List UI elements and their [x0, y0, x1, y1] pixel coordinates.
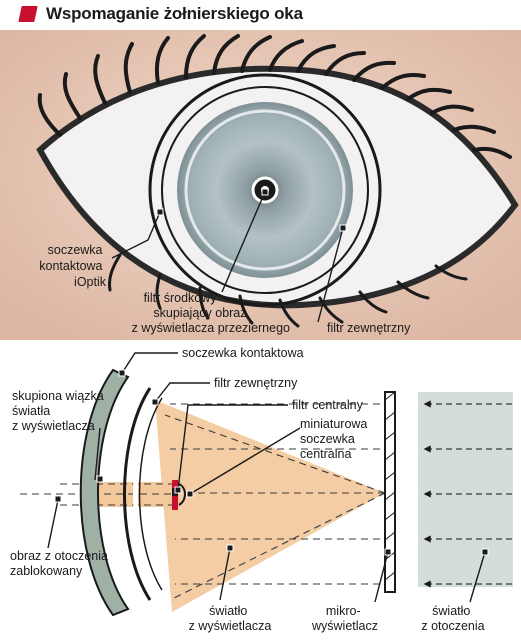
callout-dot-contact-lens: [156, 208, 164, 216]
bottom-callouts: [47, 352, 486, 603]
outer-filter-section: [133, 396, 161, 592]
label-central-filter-bottom: filtr centralny: [292, 398, 364, 412]
label-line: filtr środkowy: [144, 291, 218, 305]
callout-line-ambient-light: [469, 551, 486, 603]
callout-line-contact-lens-bottom: [121, 352, 178, 374]
mini-lens: [178, 483, 186, 506]
callout-line-blocked-image: [47, 499, 59, 549]
label-line: kontaktowa: [39, 259, 102, 273]
page-title: Wspomaganie żołnierskiego oka: [46, 4, 303, 23]
label-line: światło: [432, 604, 470, 618]
optics-diagram: soczewka kontaktowa filtr zewnętrzny fil…: [10, 346, 513, 633]
micro-display-hatching: [384, 391, 396, 581]
label-line: mikro-: [326, 604, 361, 618]
label-contact-lens-bottom: soczewka kontaktowa: [182, 346, 304, 360]
lower-eyelashes: [108, 253, 468, 328]
bottom-callout-dots: [54, 369, 489, 556]
label-ambient-light: światło z otoczenia: [421, 604, 484, 633]
label-line: z wyświetlacza: [189, 619, 272, 633]
contact-lens-inner-ring: [161, 86, 369, 294]
title-bar: Wspomaganie żołnierskiego oka: [18, 4, 303, 24]
callout-line-outer-filter: [317, 227, 344, 323]
contact-lens-outer-ring: [148, 73, 382, 307]
display-light-cone: [155, 400, 385, 612]
callout-line-micro-display: [374, 551, 389, 603]
label-line: z otoczenia: [421, 619, 484, 633]
outer-filter-ring: [184, 109, 346, 271]
callout-line-central-filter-bottom: [177, 404, 288, 491]
label-blocked-image: obraz z otoczenia zablokowany: [10, 549, 111, 578]
callout-dot-center-filter: [261, 188, 269, 196]
label-display-light: światło z wyświetlacza: [189, 604, 272, 633]
callout-line-focused-beam: [94, 427, 101, 481]
label-outer-filter-top: filtr zewnętrzny: [327, 321, 411, 335]
label-line: zablokowany: [10, 564, 83, 578]
label-outer-filter-bottom: filtr zewnętrzny: [214, 376, 298, 390]
label-line: wyświetlacz: [311, 619, 378, 633]
callout-line-mini-lens: [189, 427, 301, 495]
label-line: centralna: [300, 447, 351, 461]
top-callouts: [111, 191, 344, 323]
label-line: światła: [12, 404, 50, 418]
callout-dot-outer-filter: [339, 224, 347, 232]
eye-illustration: soczewka kontaktowa iOptik filtr środkow…: [0, 30, 521, 340]
label-mini-lens: miniaturowa soczewka centralna: [300, 417, 371, 461]
callout-line-display-light: [219, 547, 231, 601]
upper-eyelashes: [37, 34, 512, 159]
label-focused-beam: skupiona wiązka światła z wyświetlacza: [12, 389, 107, 433]
micro-display: [384, 391, 396, 593]
label-line: soczewka: [48, 243, 103, 257]
contact-lens-section: [79, 368, 130, 617]
callout-line-contact-lens: [111, 211, 161, 259]
label-contact-lens-top: soczewka kontaktowa iOptik: [39, 243, 106, 289]
label-line: światło: [209, 604, 247, 618]
callout-line-outer-filter-bottom: [154, 382, 210, 403]
label-line: miniaturowa: [300, 417, 367, 431]
label-line: soczewka: [300, 432, 355, 446]
label-line: iOptik: [74, 275, 107, 289]
callout-line-center-filter: [221, 191, 266, 293]
contact-lens-inner-edge: [123, 387, 152, 601]
ambient-light-panel: [418, 392, 513, 587]
label-line: obraz z otoczenia: [10, 549, 108, 563]
outer-filter-section-edge: [138, 397, 163, 591]
label-line: z wyświetlacza przeziernego: [132, 321, 290, 335]
label-center-filter-top: filtr środkowy skupiający obraz z wyświe…: [132, 291, 290, 335]
label-line: skupiona wiązka: [12, 389, 104, 403]
ambient-arrows: [423, 400, 512, 588]
label-micro-display: mikro- wyświetlacz: [311, 604, 378, 633]
label-line: z wyświetlacza: [12, 419, 95, 433]
label-line: skupiający obraz: [153, 306, 246, 320]
